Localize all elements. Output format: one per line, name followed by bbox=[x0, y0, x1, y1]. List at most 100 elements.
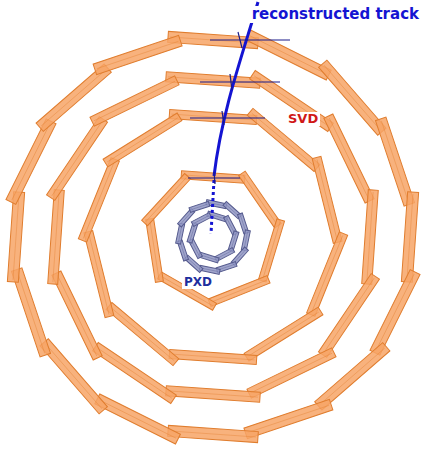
ladder-edge bbox=[251, 353, 332, 393]
sensor-ladder bbox=[166, 386, 261, 403]
ladder-body bbox=[324, 114, 374, 203]
ladder-edge bbox=[381, 121, 408, 203]
ladder-edge bbox=[312, 235, 343, 312]
sensor-ladder bbox=[93, 35, 182, 74]
ladder-edge bbox=[243, 175, 277, 224]
ladder-body bbox=[228, 231, 239, 252]
ladder-edge bbox=[168, 391, 258, 397]
ladder-body bbox=[166, 72, 261, 89]
ladder-edge bbox=[188, 258, 200, 269]
ladder-edge bbox=[194, 216, 208, 223]
sensor-ladder bbox=[199, 252, 220, 263]
sensor-ladder bbox=[191, 213, 211, 227]
ladder-body bbox=[90, 76, 179, 126]
ladder-edge bbox=[57, 275, 97, 356]
ladder-edge bbox=[329, 118, 369, 199]
ladder-edge bbox=[13, 194, 19, 280]
ladder-edge bbox=[234, 250, 245, 262]
ladder-edge bbox=[324, 278, 374, 353]
ladder-edge bbox=[201, 255, 216, 260]
ladder-body bbox=[48, 190, 65, 285]
ladder-body bbox=[239, 171, 282, 228]
sensor-ladder bbox=[312, 156, 342, 243]
sensor-ladder bbox=[48, 190, 65, 285]
ladder-body bbox=[247, 348, 336, 398]
ladder-body bbox=[169, 109, 257, 124]
ladder-edge bbox=[250, 36, 327, 74]
detector-label: SVD bbox=[286, 112, 320, 126]
ladder-edge bbox=[170, 431, 256, 437]
ladder-body bbox=[401, 192, 418, 283]
ladder-edge bbox=[150, 221, 159, 280]
sensor-ladder bbox=[244, 307, 323, 361]
ladder-edge bbox=[218, 251, 232, 258]
sensor-ladder bbox=[52, 271, 102, 360]
ladder-body bbox=[189, 201, 210, 212]
sensor-ladder bbox=[84, 231, 114, 318]
detector-label: PXD bbox=[182, 276, 214, 289]
ladder-body bbox=[52, 271, 102, 360]
sensor-ladder bbox=[168, 425, 259, 442]
ladder-edge bbox=[407, 194, 413, 280]
ladder-edge bbox=[248, 312, 319, 356]
ladder-edge bbox=[248, 405, 330, 432]
ladder-edge bbox=[192, 242, 199, 256]
sensor-ladder bbox=[362, 190, 379, 285]
ladder-edge bbox=[97, 41, 179, 68]
sensor-ladder bbox=[239, 171, 282, 228]
sensor-ladder bbox=[169, 109, 257, 124]
sensor-ladder bbox=[324, 114, 374, 203]
ladder-edge bbox=[52, 121, 102, 196]
ladder-edge bbox=[226, 205, 238, 216]
ladder-edge bbox=[208, 203, 224, 206]
ladder-edge bbox=[171, 354, 254, 360]
track-line bbox=[214, 2, 258, 176]
ladder-edge bbox=[180, 243, 185, 259]
track-extrapolation bbox=[211, 180, 214, 234]
ladder-body bbox=[103, 113, 182, 167]
ladder-edge bbox=[202, 268, 218, 271]
ladder-body bbox=[84, 231, 114, 318]
ladder-body bbox=[166, 386, 261, 403]
detector-layer bbox=[78, 108, 347, 365]
sensor-ladder bbox=[90, 76, 179, 126]
sensor-ladder bbox=[247, 348, 336, 398]
ladder-body bbox=[191, 213, 211, 227]
ladder-edge bbox=[219, 265, 235, 270]
ladder-edge bbox=[83, 161, 114, 238]
ladder-edge bbox=[263, 222, 280, 279]
ladder-body bbox=[187, 223, 198, 244]
ladder-edge bbox=[367, 192, 373, 282]
ladder-body bbox=[93, 35, 182, 74]
ladder-body bbox=[362, 190, 379, 285]
ladder-body bbox=[208, 276, 270, 307]
sensor-ladder bbox=[307, 232, 348, 316]
ladder-body bbox=[168, 425, 259, 442]
sensor-ladder bbox=[157, 272, 216, 310]
ladder-body bbox=[169, 349, 257, 364]
hit-marks bbox=[188, 32, 290, 184]
sensor-ladder bbox=[169, 349, 257, 364]
ladder-edge bbox=[99, 400, 176, 438]
ladder-edge bbox=[12, 123, 50, 200]
sensor-ladder bbox=[106, 303, 179, 366]
ladder-edge bbox=[17, 272, 44, 354]
ladder-edge bbox=[241, 216, 246, 232]
ladder-edge bbox=[179, 226, 182, 242]
track-label: reconstructed track bbox=[250, 6, 421, 23]
sensor-ladder bbox=[146, 218, 164, 282]
ladder-edge bbox=[317, 159, 337, 240]
sensor-ladder bbox=[189, 201, 210, 212]
ladder-body bbox=[244, 307, 323, 361]
sensor-ladder bbox=[166, 72, 261, 89]
detector-layer bbox=[47, 71, 380, 404]
sensor-ladder bbox=[258, 219, 284, 282]
ladder-edge bbox=[181, 212, 192, 224]
ladder-body bbox=[146, 218, 164, 282]
ladder-edge bbox=[376, 274, 414, 351]
ladder-body bbox=[78, 158, 119, 242]
ladder-edge bbox=[94, 81, 175, 121]
sensor-ladder bbox=[208, 276, 270, 307]
